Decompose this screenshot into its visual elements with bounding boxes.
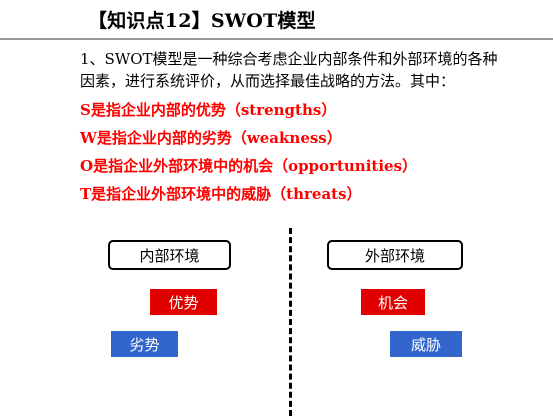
definition-weakness: W是指企业内部的劣势（weakness） xyxy=(80,129,342,147)
title-divider xyxy=(0,38,553,40)
page-title: 【知识点12】SWOT模型 xyxy=(88,10,316,32)
definition-opportunities: O是指企业外部环境中的机会（opportunities） xyxy=(80,157,418,175)
definition-threats: T是指企业外部环境中的威胁（threats） xyxy=(80,185,362,203)
opportunity-box: 机会 xyxy=(361,289,425,315)
intro-line-1: 1、SWOT模型是一种综合考虑企业内部条件和外部环境的各种 xyxy=(80,50,498,68)
definition-list: S是指企业内部的优势（strengths） W是指企业内部的劣势（weaknes… xyxy=(80,96,417,208)
internal-external-divider xyxy=(289,228,292,416)
strength-box: 优势 xyxy=(150,289,217,315)
threat-box: 威胁 xyxy=(390,331,462,357)
external-environment-box: 外部环境 xyxy=(327,240,463,270)
definition-strengths: S是指企业内部的优势（strengths） xyxy=(80,101,337,119)
intro-paragraph: 1、SWOT模型是一种综合考虑企业内部条件和外部环境的各种 因素，进行系统评价，… xyxy=(80,48,540,92)
weakness-box: 劣势 xyxy=(111,331,178,357)
internal-environment-box: 内部环境 xyxy=(108,240,231,270)
intro-line-2: 因素，进行系统评价，从而选择最佳战略的方法。其中： xyxy=(80,72,456,90)
